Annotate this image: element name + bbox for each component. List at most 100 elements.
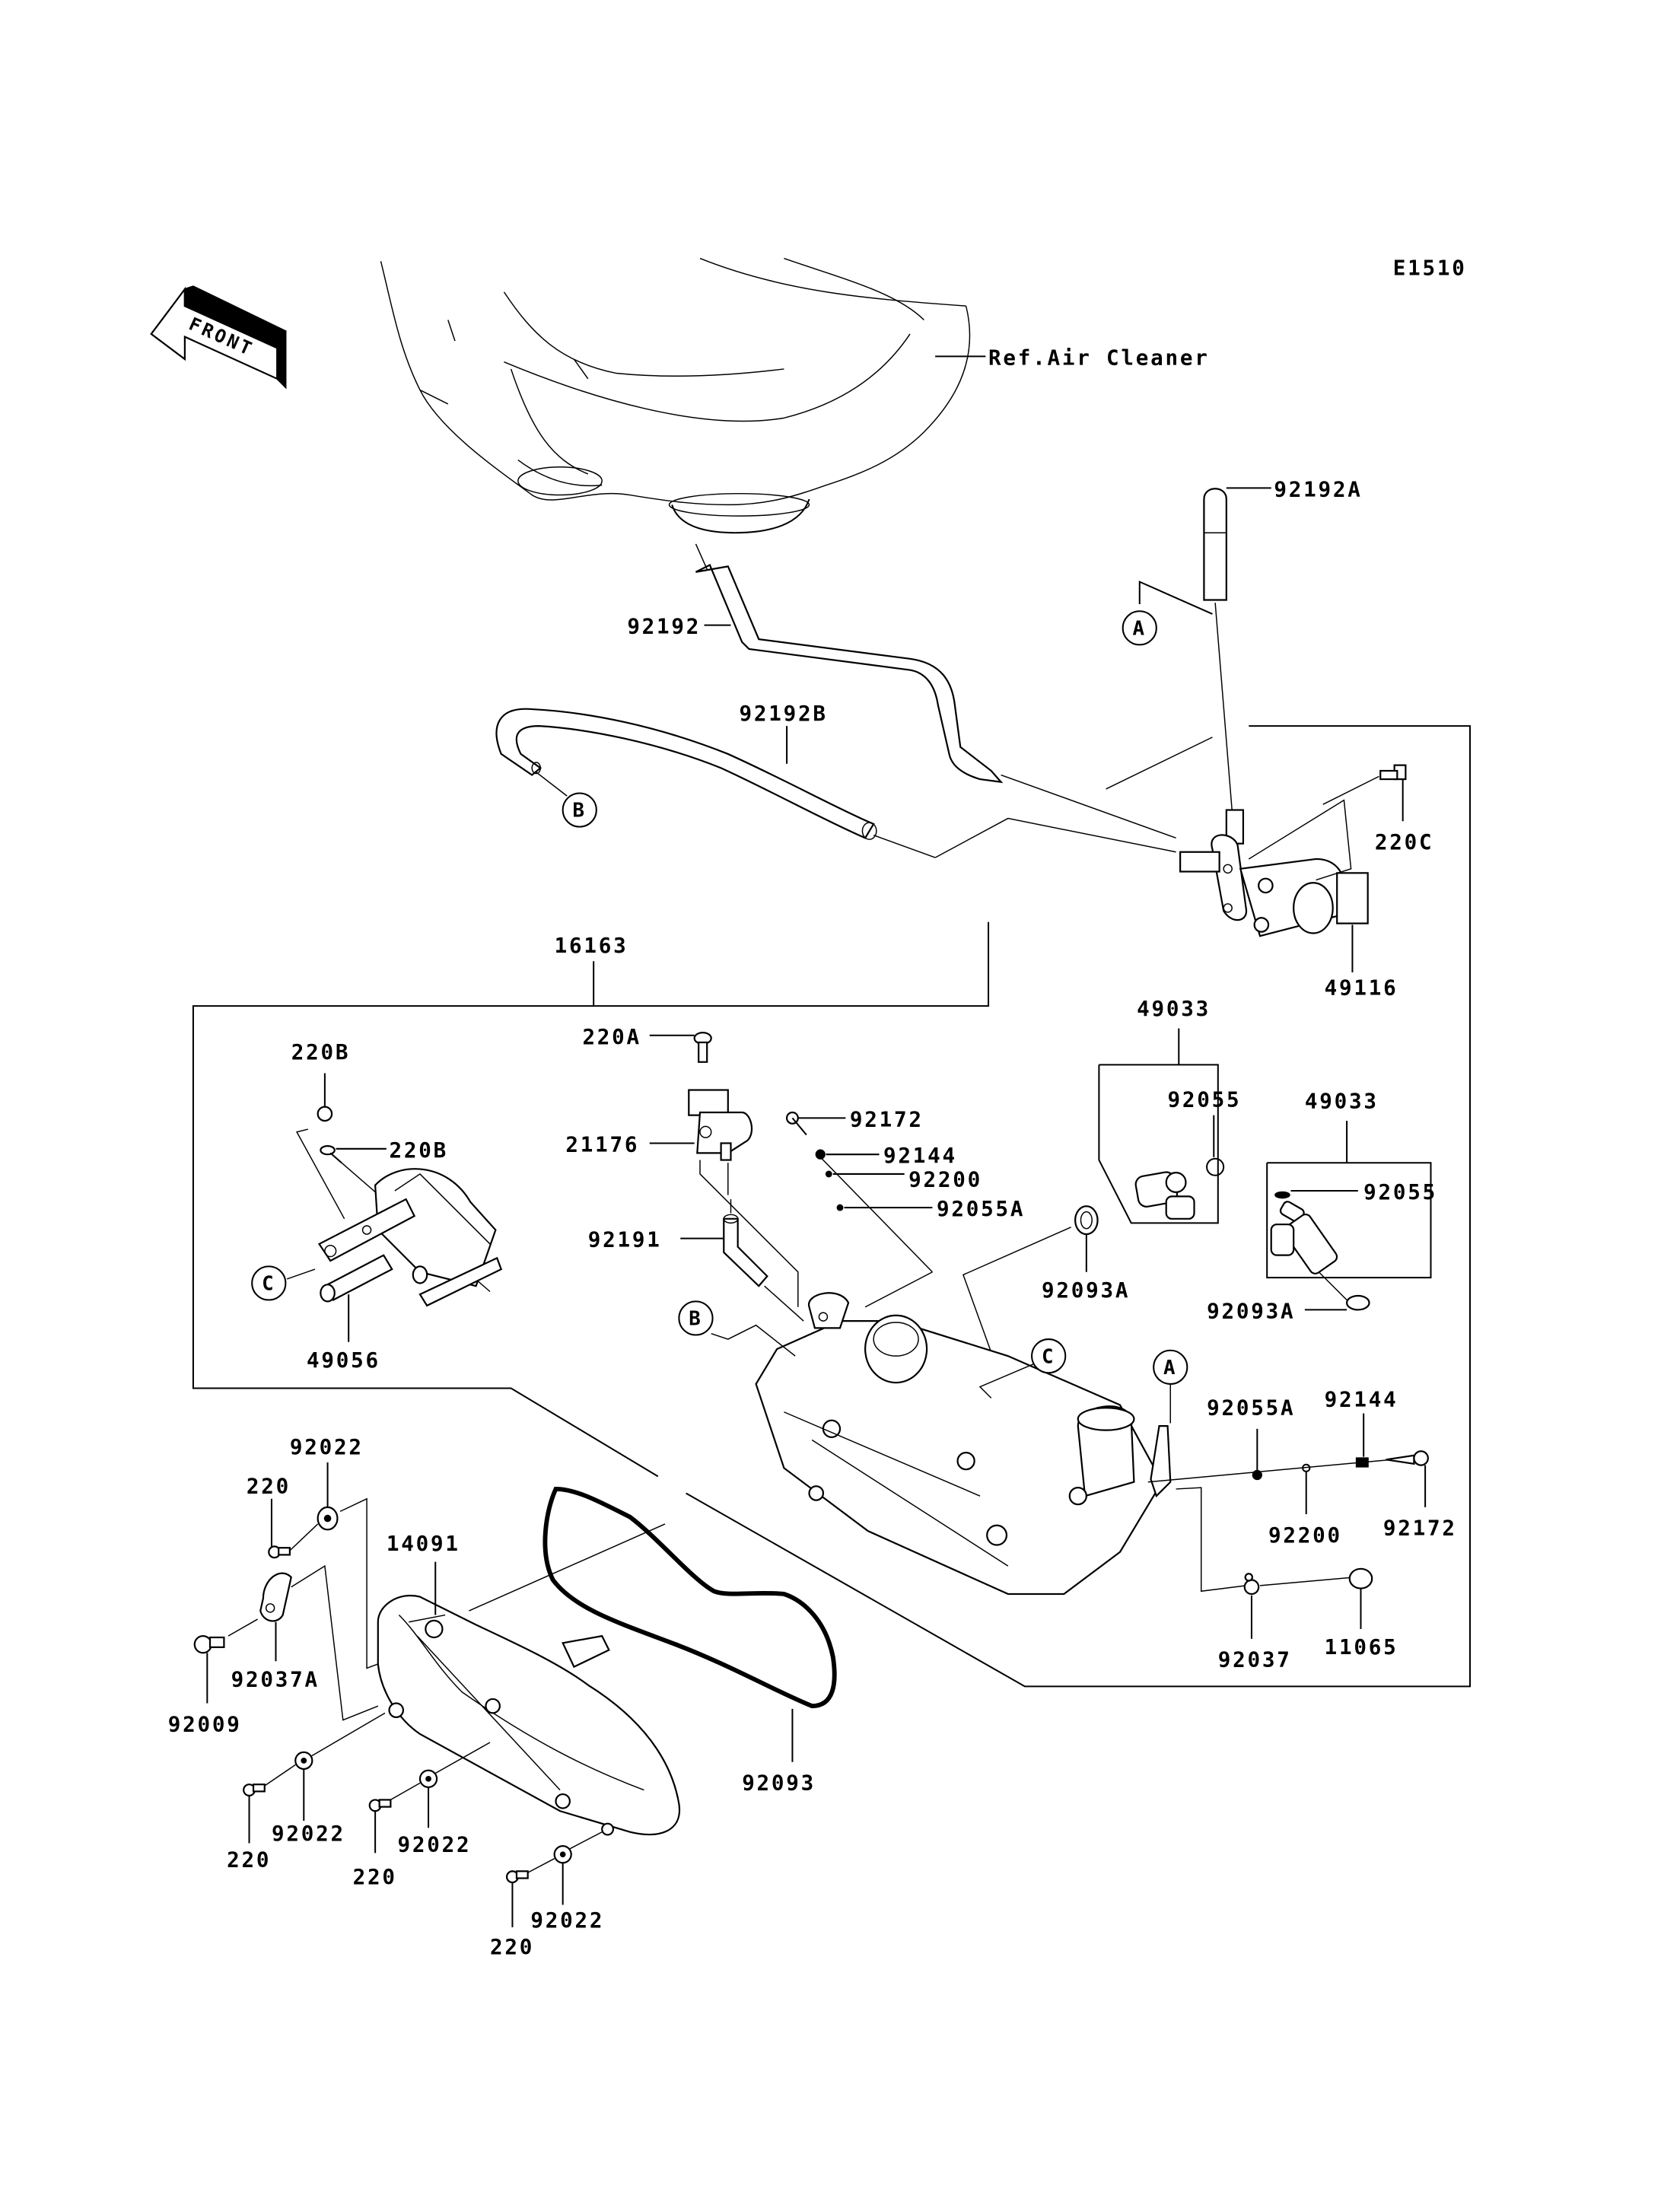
injector-box-right (1266, 1162, 1432, 1279)
part-label-49033-left: 49033 (1137, 996, 1211, 1021)
part-label-92055A-upper: 92055A (937, 1196, 1025, 1221)
part-label-220-b: 220 (353, 1864, 397, 1889)
spring-92144-upper (815, 1149, 826, 1160)
pipe-49056 (317, 1168, 503, 1307)
part-label-49116: 49116 (1325, 975, 1398, 1000)
part-label-92055A-lower: 92055A (1207, 1395, 1295, 1420)
washer-92022-b (418, 1769, 438, 1788)
part-label-92192A: 92192A (1274, 476, 1362, 501)
oring-92055-right (1274, 1191, 1290, 1199)
cover-14091 (377, 1595, 681, 1836)
part-label-49056: 49056 (307, 1348, 380, 1373)
callout-a-upper: A (1122, 581, 1213, 646)
clamp-92037 (1243, 1573, 1260, 1596)
part-label-92055-right: 92055 (1363, 1179, 1437, 1204)
part-label-92172-lower: 92172 (1383, 1516, 1457, 1541)
air-cleaner-housing (380, 257, 971, 534)
part-label-92022-a: 92022 (272, 1821, 345, 1846)
cap-11065 (1348, 1567, 1373, 1589)
screw-92009 (193, 1635, 225, 1654)
screw-220-a (243, 1784, 266, 1797)
washer-92022-top (317, 1506, 339, 1531)
clamp-92037A (259, 1572, 292, 1622)
oring-92055-left (1206, 1157, 1225, 1176)
callout-c-lower: C (978, 1338, 1067, 1399)
part-label-220-c: 220 (490, 1934, 534, 1959)
diagram-code: E1510 (1393, 256, 1467, 281)
part-label-92009: 92009 (168, 1711, 242, 1736)
part-label-92192B: 92192B (740, 701, 828, 726)
injector-49033-right (1270, 1201, 1338, 1274)
hose-92192 (695, 564, 1004, 784)
screw-220C (1379, 764, 1407, 781)
part-label-21176: 21176 (565, 1132, 639, 1157)
screw-92172-upper (785, 1111, 807, 1136)
callout-c-left: C (251, 1265, 316, 1301)
part-label-220-a: 220 (227, 1847, 271, 1873)
seal-92093A-right (1345, 1294, 1370, 1311)
part-label-92022-c: 92022 (530, 1908, 604, 1933)
part-label-92093: 92093 (742, 1771, 816, 1796)
callout-b-upper: B (536, 772, 597, 828)
part-label-92144-lower: 92144 (1325, 1386, 1398, 1411)
screw-220-top (268, 1545, 291, 1559)
part-label-92200-lower: 92200 (1268, 1523, 1342, 1548)
seal-92093A-left (1074, 1205, 1099, 1236)
injector-49033-left (1134, 1171, 1195, 1220)
part-label-92037A: 92037A (231, 1666, 320, 1691)
screw-220B-lower (320, 1145, 342, 1163)
tube-92191 (723, 1214, 768, 1287)
svg-text:C: C (262, 1273, 274, 1296)
part-label-220A: 220A (582, 1024, 641, 1049)
washer-92200-lower (1302, 1463, 1311, 1472)
front-arrow-icon: FRONT (150, 285, 287, 390)
part-label-92022-b: 92022 (398, 1832, 472, 1857)
washer-92200-upper (825, 1170, 832, 1178)
screw-220B-upper (317, 1106, 333, 1122)
isc-valve-49116 (1179, 809, 1369, 937)
hose-92192B (495, 708, 877, 840)
washer-92022-c (553, 1845, 572, 1864)
part-label-220B-upper: 220B (291, 1039, 351, 1064)
part-label-92022-top: 92022 (290, 1434, 364, 1459)
throttle-body (755, 1292, 1172, 1596)
part-label-92093A-right: 92093A (1207, 1298, 1295, 1323)
part-label-92144-upper: 92144 (883, 1143, 957, 1168)
washer-92022-a (294, 1751, 313, 1771)
injector-box-left (1098, 1064, 1219, 1224)
svg-text:B: B (689, 1308, 701, 1331)
part-label-220B-lower: 220B (390, 1138, 449, 1163)
part-label-92037: 92037 (1218, 1647, 1292, 1672)
screw-92172-lower (1386, 1450, 1429, 1466)
callout-a-lower: A (1153, 1349, 1188, 1424)
part-label-16163: 16163 (555, 933, 628, 958)
part-label-92192: 92192 (627, 614, 701, 639)
svg-text:A: A (1163, 1357, 1176, 1379)
screw-220A (693, 1031, 712, 1063)
reference-label: Ref.Air Cleaner (988, 345, 1210, 370)
part-label-92191: 92191 (588, 1227, 662, 1252)
part-label-92093A-left: 92093A (1042, 1278, 1130, 1303)
part-label-14091: 14091 (387, 1531, 460, 1556)
hose-92192A (1203, 488, 1227, 601)
part-label-49033-right: 49033 (1305, 1088, 1379, 1113)
part-label-11065: 11065 (1325, 1634, 1398, 1659)
part-label-220-top: 220 (247, 1473, 291, 1498)
oring-92055A-upper (836, 1204, 844, 1211)
screw-220-b (368, 1799, 392, 1812)
svg-text:A: A (1133, 618, 1145, 641)
part-label-92055-left: 92055 (1168, 1087, 1242, 1112)
spring-92144-lower (1355, 1457, 1369, 1468)
callout-b-lower: B (678, 1300, 796, 1357)
screw-220-c (505, 1870, 529, 1884)
part-label-92172-upper: 92172 (850, 1106, 924, 1131)
sensor-21176 (688, 1089, 753, 1161)
svg-text:C: C (1042, 1345, 1054, 1368)
svg-text:B: B (573, 800, 585, 823)
part-label-220C: 220C (1375, 829, 1433, 854)
part-label-92200-upper: 92200 (908, 1167, 982, 1192)
assembly-frame (192, 921, 990, 1478)
gasket-92093 (542, 1486, 837, 1709)
